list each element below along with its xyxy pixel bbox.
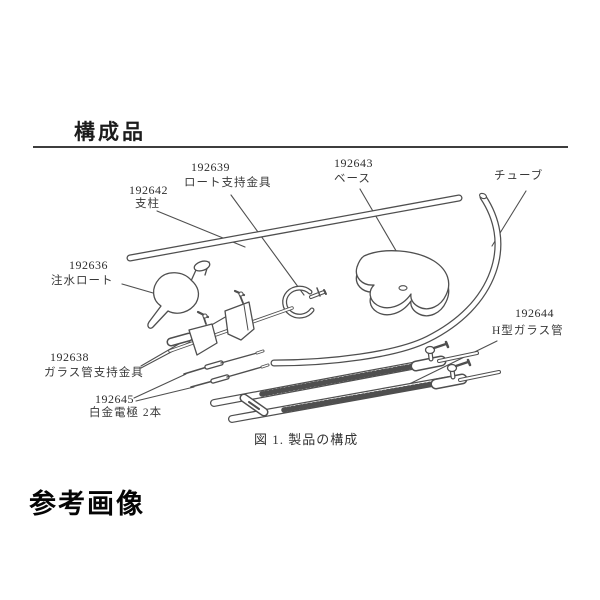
figure-caption: 図 1. 製品の構成 — [254, 432, 359, 447]
label-h-glass-tube-number: 192644 — [515, 306, 554, 320]
label-base-name: ベース — [334, 173, 371, 185]
base-drawing — [355, 250, 450, 317]
label-electrodes-number: 192645 — [95, 392, 134, 406]
tube-drawing — [270, 192, 502, 367]
electrodes-drawing — [183, 349, 270, 388]
funnel-bracket-drawing — [282, 285, 327, 319]
label-funnel-bracket-number: 192639 — [191, 160, 230, 174]
label-funnel-bracket-name: ロート支持金具 — [184, 177, 272, 189]
glass-bracket-drawing — [166, 289, 294, 356]
components-heading: 構成品 — [74, 121, 146, 144]
label-tube-name: チューブ — [494, 170, 544, 182]
label-base-number: 192643 — [334, 156, 373, 170]
label-h-glass-tube-name: H型ガラス管 — [492, 325, 564, 337]
reference-image-heading: 参考画像 — [29, 489, 145, 519]
label-pillar-name: 支柱 — [135, 198, 160, 210]
label-glass-bracket-name: ガラス管支持金具 — [44, 367, 144, 379]
label-pillar-number: 192642 — [129, 183, 168, 197]
label-electrodes-name: 白金電極 2本 — [89, 407, 163, 419]
h-glass-tube-drawing — [210, 340, 501, 423]
funnel-drawing — [147, 260, 211, 329]
label-funnel-name: 注水ロート — [51, 275, 114, 287]
label-glass-bracket-number: 192638 — [50, 350, 89, 364]
label-funnel-number: 192636 — [69, 258, 108, 272]
heading-rule — [33, 146, 568, 149]
pillar-drawing — [126, 194, 463, 262]
